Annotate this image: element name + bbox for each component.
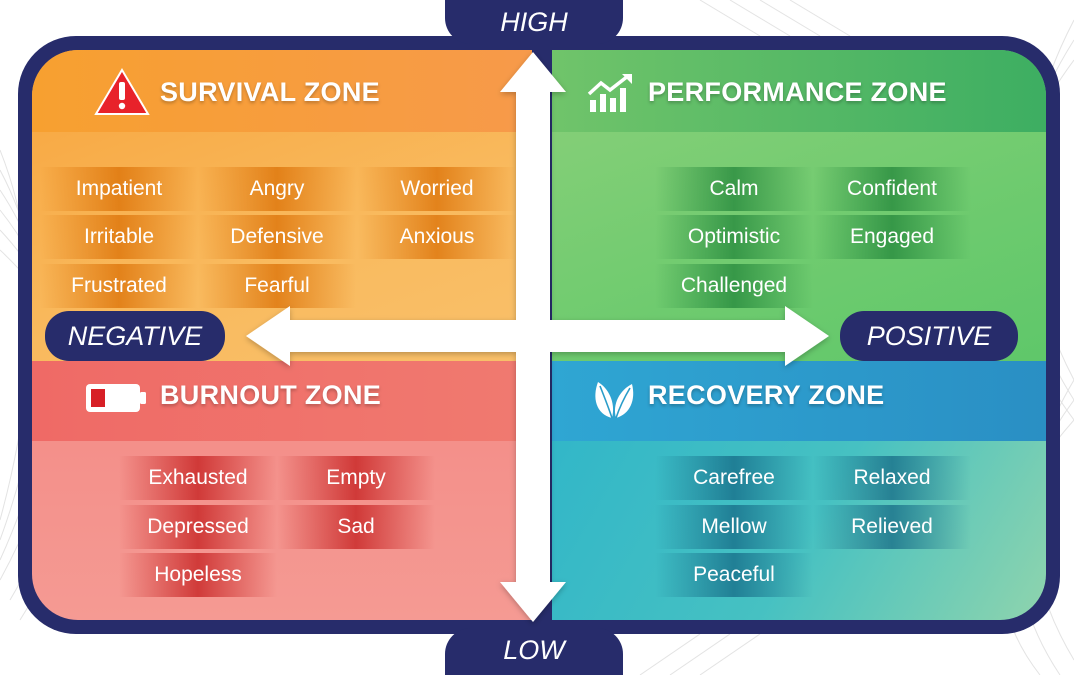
recovery-zone-title: RECOVERY ZONE (648, 380, 885, 410)
word-impatient: Impatient (40, 167, 198, 211)
word-defensive: Defensive (198, 215, 356, 259)
word-relieved: Relieved (813, 505, 971, 549)
word-empty: Empty (277, 456, 435, 500)
word-calm: Calm (655, 167, 813, 211)
word-carefree: Carefree (655, 456, 813, 500)
word-hopeless: Hopeless (119, 553, 277, 597)
axis-label-low: LOW (445, 628, 623, 675)
survival-zone-title: SURVIVAL ZONE (160, 77, 380, 107)
burnout-zone-quadrant: BURNOUT ZONE Exhausted Empty Depressed S… (32, 361, 532, 620)
axis-label-negative: NEGATIVE (45, 311, 225, 361)
word-peaceful: Peaceful (655, 553, 813, 597)
burnout-zone-title: BURNOUT ZONE (160, 380, 382, 410)
performance-zone-header (552, 50, 1046, 132)
recovery-zone-quadrant: RECOVERY ZONE Carefree Relaxed Mellow Re… (552, 361, 1046, 620)
axis-label-positive: POSITIVE (840, 311, 1018, 361)
leaves-icon (595, 382, 634, 419)
word-angry: Angry (198, 167, 356, 211)
word-optimistic: Optimistic (655, 215, 813, 259)
word-engaged: Engaged (813, 215, 971, 259)
recovery-zone-header (552, 361, 1046, 441)
word-frustrated: Frustrated (40, 264, 198, 308)
word-irritable: Irritable (40, 215, 198, 259)
word-fearful: Fearful (198, 264, 356, 308)
growth-chart-icon (587, 74, 632, 112)
word-challenged: Challenged (655, 264, 813, 308)
word-depressed: Depressed (119, 505, 277, 549)
word-relaxed: Relaxed (813, 456, 971, 500)
word-sad: Sad (277, 505, 435, 549)
performance-zone-title: PERFORMANCE ZONE (648, 77, 947, 107)
low-battery-icon (86, 384, 146, 412)
word-anxious: Anxious (358, 215, 516, 259)
word-exhausted: Exhausted (119, 456, 277, 500)
warning-triangle-icon (94, 68, 150, 115)
word-worried: Worried (358, 167, 516, 211)
word-confident: Confident (813, 167, 971, 211)
axis-label-high: HIGH (445, 0, 623, 44)
word-mellow: Mellow (655, 505, 813, 549)
